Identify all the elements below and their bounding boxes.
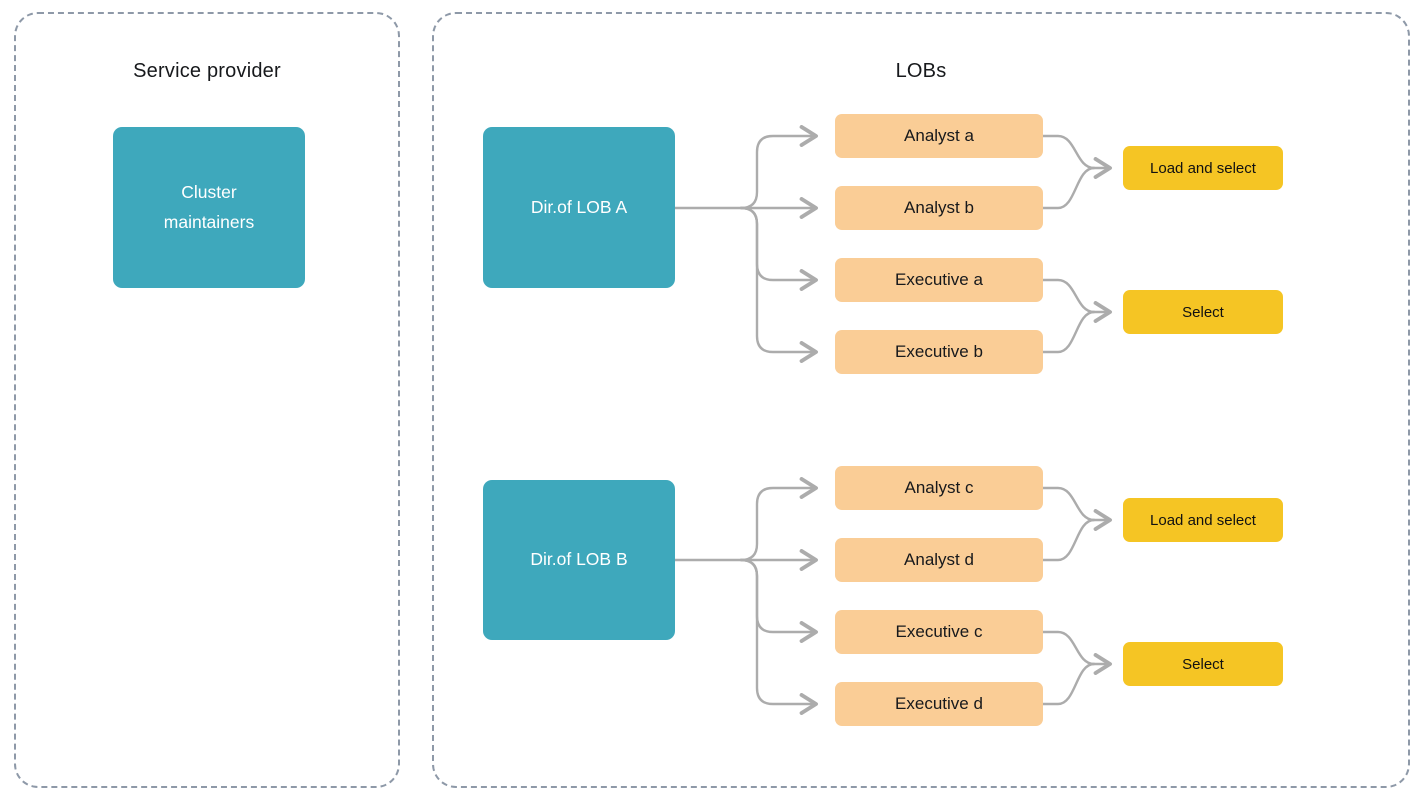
analyst-a-node: Analyst a	[835, 114, 1043, 158]
executive-c-node: Executive c	[835, 610, 1043, 654]
select-b-node: Select	[1123, 642, 1283, 686]
director-lob-a-node: Dir.of LOB A	[483, 127, 675, 288]
lobs-panel: LOBs	[432, 12, 1410, 788]
service-provider-title: Service provider	[133, 60, 281, 82]
service-provider-panel: Service provider	[14, 12, 400, 788]
executive-b-node: Executive b	[835, 330, 1043, 374]
executive-d-node: Executive d	[835, 682, 1043, 726]
analyst-c-node: Analyst c	[835, 466, 1043, 510]
executive-a-node: Executive a	[835, 258, 1043, 302]
load-and-select-a-node: Load and select	[1123, 146, 1283, 190]
analyst-d-node: Analyst d	[835, 538, 1043, 582]
analyst-b-node: Analyst b	[835, 186, 1043, 230]
select-a-node: Select	[1123, 290, 1283, 334]
lobs-title: LOBs	[895, 60, 947, 82]
cluster-maintainers-node: Cluster maintainers	[113, 127, 305, 288]
director-lob-b-node: Dir.of LOB B	[483, 480, 675, 640]
load-and-select-b-node: Load and select	[1123, 498, 1283, 542]
